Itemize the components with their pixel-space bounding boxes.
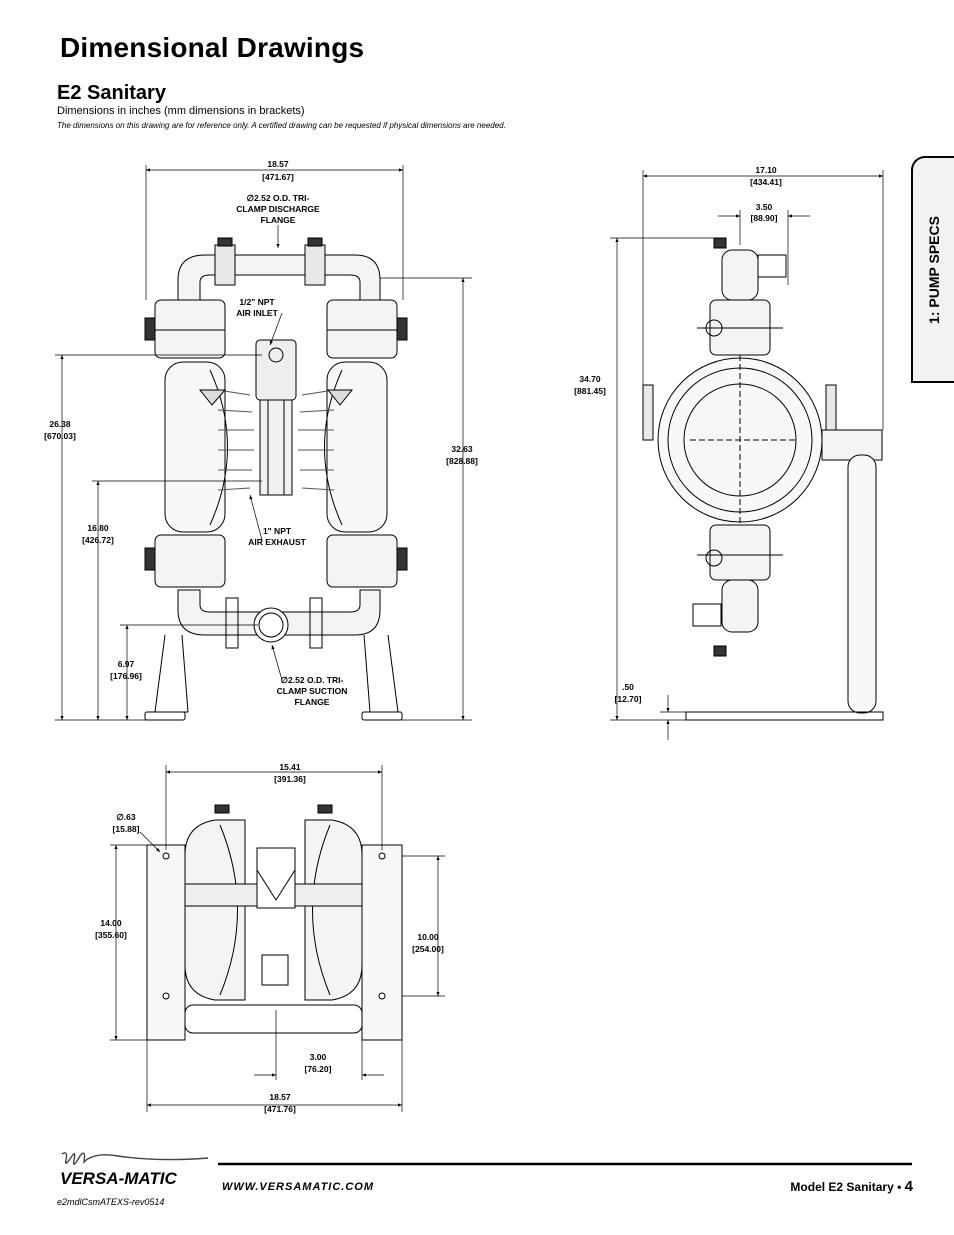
- discharge-label-2: CLAMP DISCHARGE: [236, 204, 320, 214]
- discharge-label-3: FLANGE: [261, 215, 296, 225]
- side-offset-in: 3.50: [756, 202, 773, 212]
- page-subtitle: E2 Sanitary: [57, 82, 166, 104]
- suction-label-1: ∅2.52 O.D. TRI-: [281, 675, 344, 685]
- air-inlet-height-mm: [670.03]: [44, 431, 76, 441]
- top-view-drawing: [146, 804, 403, 1041]
- top-center-mm: [76.20]: [305, 1064, 332, 1074]
- air-exhaust-label-1: 1" NPT: [263, 526, 292, 536]
- side-width-mm: [434.41]: [750, 177, 782, 187]
- suction-height-mm: [176.96]: [110, 671, 142, 681]
- footer-url[interactable]: WWW.VERSAMATIC.COM: [222, 1181, 375, 1193]
- front-height-mm: [828.88]: [446, 456, 478, 466]
- air-inlet-label-2: AIR INLET: [236, 308, 278, 318]
- top-depth-in: 14.00: [100, 918, 122, 928]
- front-height-in: 32.63: [451, 444, 473, 454]
- page-number: 4: [904, 1178, 913, 1195]
- footer-model-text: Model E2 Sanitary •: [790, 1180, 902, 1194]
- side-base-in: .50: [622, 682, 634, 692]
- discharge-label-1: ∅2.52 O.D. TRI-: [247, 193, 310, 203]
- top-depth-mm: [355.60]: [95, 930, 127, 940]
- suction-label-2: CLAMP SUCTION: [277, 686, 348, 696]
- top-width-mm: [471.76]: [264, 1104, 296, 1114]
- top-hole-spacing-mm: [391.36]: [274, 774, 306, 784]
- suction-label-3: FLANGE: [295, 697, 330, 707]
- air-inlet-label-1: 1/2" NPT: [239, 297, 275, 307]
- exhaust-height-in: 16.80: [87, 523, 109, 533]
- top-width-in: 18.57: [269, 1092, 291, 1102]
- side-view-drawing: [642, 237, 884, 721]
- side-base-mm: [12.70]: [615, 694, 642, 704]
- exhaust-height-mm: [426.72]: [82, 535, 114, 545]
- page-title: Dimensional Drawings: [60, 32, 365, 63]
- versa-matic-logo[interactable]: VERSA-MATIC: [58, 1146, 218, 1192]
- side-tab[interactable]: 1: PUMP SPECS: [911, 156, 954, 383]
- side-height-in: 34.70: [579, 374, 601, 384]
- suction-height-in: 6.97: [118, 659, 135, 669]
- top-hole-dia-mm: [15.88]: [113, 824, 140, 834]
- top-hole-depth-mm: [254.00]: [412, 944, 444, 954]
- front-width-in: 18.57: [267, 159, 289, 169]
- top-center-in: 3.00: [310, 1052, 327, 1062]
- doc-code: e2mdlCsmATEXS-rev0514: [57, 1197, 165, 1207]
- top-hole-depth-in: 10.00: [417, 932, 439, 942]
- side-height-mm: [881.45]: [574, 386, 606, 396]
- air-exhaust-label-2: AIR EXHAUST: [248, 537, 306, 547]
- units-note: Dimensions in inches (mm dimensions in b…: [57, 105, 305, 117]
- air-inlet-height-in: 26.38: [49, 419, 71, 429]
- side-offset-mm: [88.90]: [751, 213, 778, 223]
- disclaimer: The dimensions on this drawing are for r…: [57, 121, 506, 130]
- logo-text: VERSA-MATIC: [60, 1169, 178, 1188]
- top-hole-spacing-in: 15.41: [279, 762, 301, 772]
- side-width-in: 17.10: [755, 165, 777, 175]
- top-hole-dia-in: ∅.63: [116, 812, 135, 822]
- footer-model: Model E2 Sanitary • 4: [790, 1178, 913, 1195]
- front-width-mm: [471.67]: [262, 172, 294, 182]
